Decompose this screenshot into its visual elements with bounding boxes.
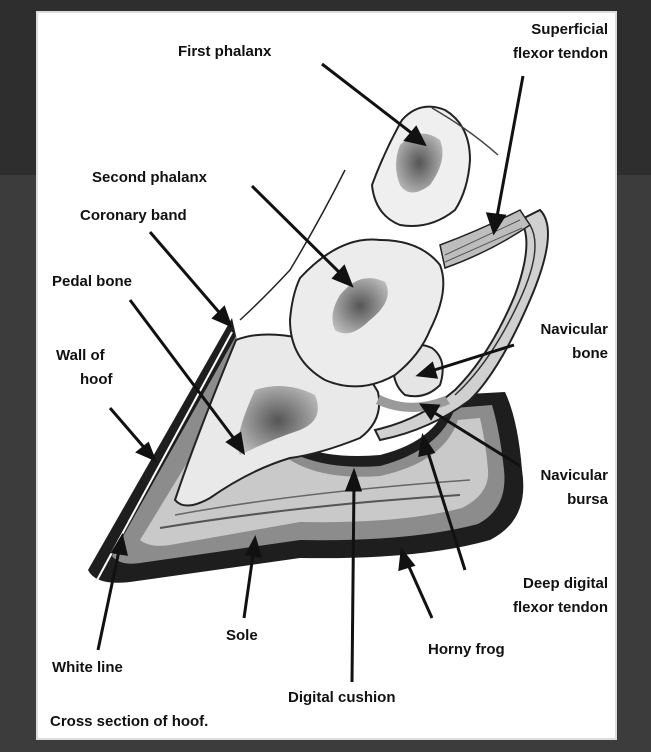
label-superficial-flexor-line2: flexor tendon (450, 44, 608, 64)
label-first-phalanx: First phalanx (178, 42, 271, 62)
diagram-caption: Cross section of hoof. (50, 712, 208, 732)
label-wall-of-hoof-line2: hoof (80, 370, 112, 390)
label-wall-of-hoof-line1: Wall of (56, 346, 105, 366)
label-white-line: White line (52, 658, 123, 678)
label-second-phalanx: Second phalanx (92, 168, 207, 188)
label-navicular-bone-line2: bone (490, 344, 608, 364)
label-digital-cushion: Digital cushion (288, 688, 396, 708)
label-deep-digital-line1: Deep digital (470, 574, 608, 594)
label-pedal-bone: Pedal bone (52, 272, 132, 292)
label-horny-frog: Horny frog (428, 640, 505, 660)
label-navicular-bursa-line2: bursa (490, 490, 608, 510)
label-coronary-band: Coronary band (80, 206, 187, 226)
label-sole: Sole (226, 626, 258, 646)
label-navicular-bursa-line1: Navicular (490, 466, 608, 486)
label-navicular-bone-line1: Navicular (490, 320, 608, 340)
label-superficial-flexor-line1: Superficial (470, 20, 608, 40)
superficial-flexor-tendon (440, 210, 530, 268)
label-deep-digital-line2: flexor tendon (450, 598, 608, 618)
